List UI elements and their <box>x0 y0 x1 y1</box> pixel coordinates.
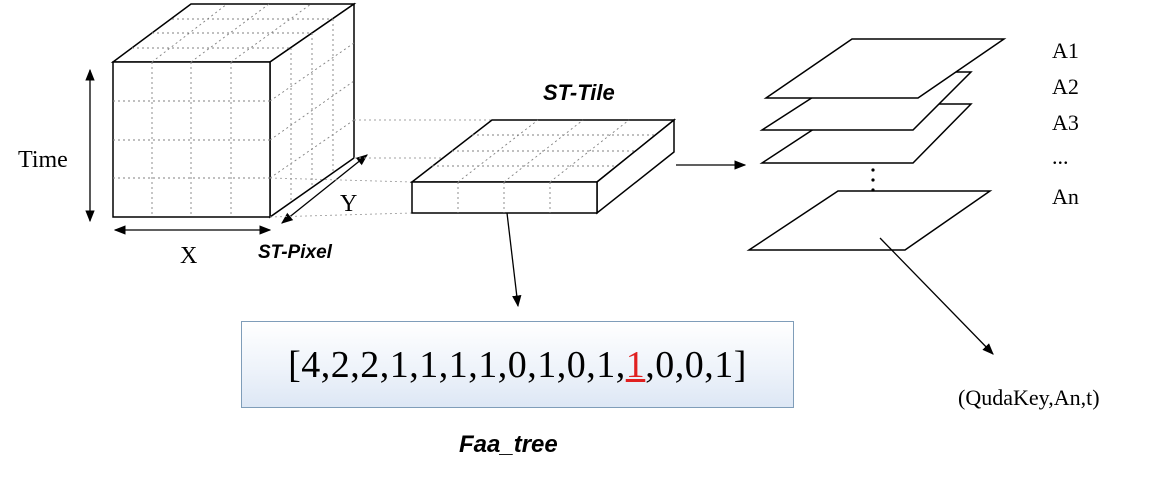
x-axis-label: X <box>180 243 198 269</box>
sequence-value: 1 <box>596 343 616 386</box>
sequence-separator: , <box>497 343 508 386</box>
layer-label-a2: A2 <box>1052 74 1079 99</box>
layer-ellipsis-dots <box>871 168 875 192</box>
quadkey-label: (QudaKey,An,t) <box>958 385 1100 410</box>
st-tile-slab <box>409 118 677 215</box>
sequence-separator: , <box>586 343 597 386</box>
st-pixel-label: ST-Pixel <box>258 242 332 263</box>
sequence-value: 4 <box>301 343 321 386</box>
sequence-close-bracket: ] <box>733 343 747 386</box>
sequence-separator: , <box>645 343 656 386</box>
sequence-value: 0 <box>566 343 587 386</box>
layer-label-a1: A1 <box>1052 38 1079 63</box>
sequence-value: 1 <box>714 343 734 386</box>
layer-plane-a1 <box>763 38 1007 99</box>
sequence-separator: , <box>320 343 331 386</box>
tile-front-face <box>411 181 598 214</box>
layer-label-an: An <box>1052 184 1079 209</box>
sequence-separator: , <box>527 343 538 386</box>
sequence-separator: , <box>674 343 685 386</box>
faa-tree-sequence: [4,2,2,1,1,1,1,0,1,0,1,1,0,0,1] <box>288 343 747 387</box>
sequence-value: 1 <box>478 343 498 386</box>
sequence-value: 1 <box>389 343 410 386</box>
sequence-value: 1 <box>419 343 439 386</box>
sequence-open-bracket: [ <box>288 343 302 386</box>
sequence-separator: , <box>468 343 479 386</box>
time-label: Time <box>18 147 68 173</box>
cube-grid-lines <box>113 3 355 217</box>
sequence-value: 0 <box>684 343 705 386</box>
st-tile-label: ST-Tile <box>543 80 615 105</box>
sequence-value: 1 <box>537 343 557 386</box>
faa-tree-box: [4,2,2,1,1,1,1,0,1,0,1,1,0,0,1] <box>241 321 794 408</box>
sequence-separator: , <box>409 343 420 386</box>
sequence-separator: , <box>350 343 361 386</box>
sequence-separator: , <box>556 343 567 386</box>
y-axis-label: Y <box>340 191 358 217</box>
y-axis-arrow <box>281 154 368 224</box>
sequence-value-highlighted: 1 <box>625 343 646 386</box>
tile-projection-lines <box>269 119 492 218</box>
cube-front-face <box>112 61 271 218</box>
sequence-separator: , <box>615 343 626 386</box>
faa-tree-label: Faa_tree <box>459 431 558 458</box>
tile-grid-lines <box>432 119 655 213</box>
st-cube <box>110 2 357 219</box>
sequence-value: 2 <box>330 343 351 386</box>
sequence-separator: , <box>379 343 390 386</box>
layer-to-quadkey-arrow <box>879 237 994 355</box>
layer-plane-an <box>746 190 993 251</box>
sequence-value: 0 <box>655 343 675 386</box>
sequence-value: 0 <box>507 343 528 386</box>
layer-label-a3: A3 <box>1052 110 1079 135</box>
attribute-layers <box>746 38 1007 251</box>
sequence-value: 1 <box>448 343 469 386</box>
layer-label-ellipsis: ... <box>1052 144 1069 169</box>
sequence-value: 2 <box>360 343 380 386</box>
tile-to-faa-arrow <box>506 212 522 308</box>
sequence-separator: , <box>438 343 449 386</box>
sequence-separator: , <box>704 343 715 386</box>
